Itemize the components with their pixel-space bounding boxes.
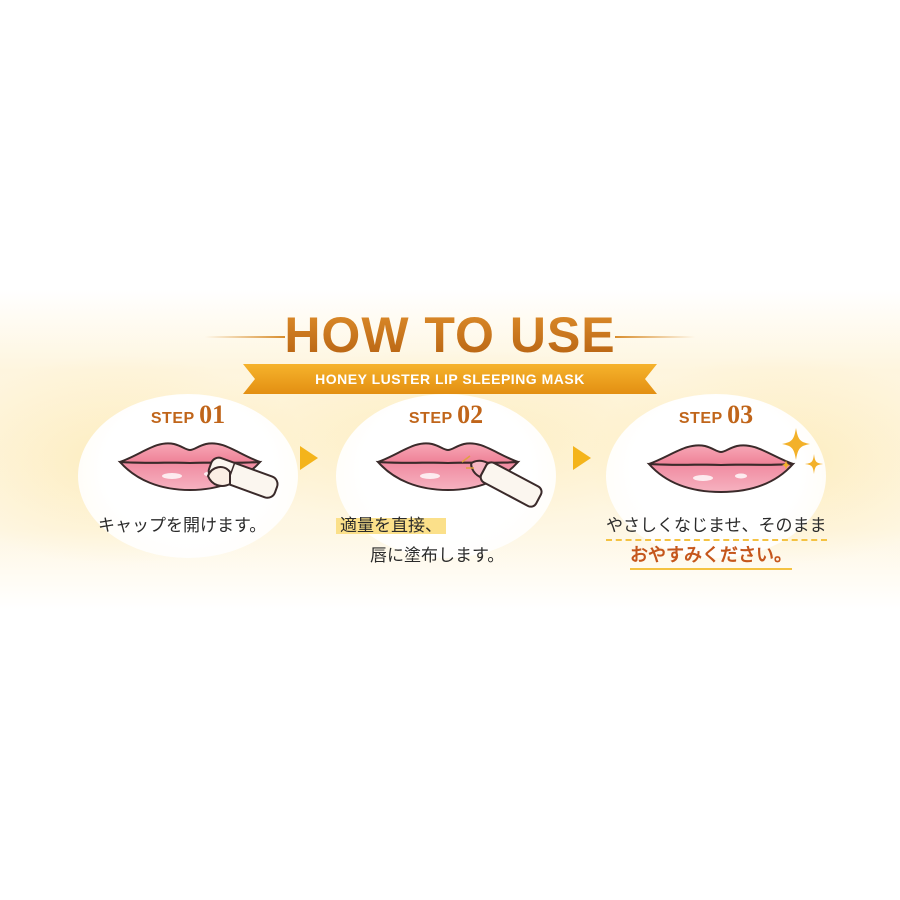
step-2-lips-illustration	[375, 442, 543, 508]
step-1-lips-illustration	[117, 442, 279, 499]
step-1-caption: キャップを開けます。	[98, 511, 266, 536]
page-title: HOW TO USE	[0, 306, 900, 364]
step-3-caption-line-1: やさしくなじませ、そのまま	[606, 516, 827, 541]
next-arrow-icon	[573, 446, 591, 470]
step-3-lips-illustration	[646, 444, 796, 494]
sparkle-icon	[782, 428, 823, 474]
ribbon-label: HONEY LUSTER LIP SLEEPING MASK	[315, 371, 585, 387]
step-2-caption-line-2: 唇に塗布します。	[370, 546, 505, 566]
step-2-caption: 適量を直接、	[336, 511, 446, 536]
step-3-caption-2: おやすみください。	[630, 541, 792, 570]
step-3-word: STEP	[678, 410, 723, 427]
step-1-label: STEP 01	[88, 400, 288, 430]
step-2-number: 02	[457, 400, 484, 429]
step-3-number: 03	[727, 400, 754, 429]
step-2-caption-line-1: 適量を直接、	[336, 516, 446, 536]
ribbon-banner	[243, 364, 657, 394]
next-arrow-icon	[300, 446, 318, 470]
step-3-caption: やさしくなじませ、そのまま	[606, 511, 827, 541]
title-divider-left	[205, 336, 285, 338]
step-1-word: STEP	[150, 410, 195, 427]
step-2-caption-2: 唇に塗布します。	[370, 541, 504, 566]
step-2-word: STEP	[408, 410, 453, 427]
title-divider-right	[615, 336, 695, 338]
step-3-caption-line-2: おやすみください。	[630, 545, 792, 570]
step-1-caption-line-1: キャップを開けます。	[98, 516, 267, 536]
step-1-number: 01	[199, 400, 226, 429]
step-3-label: STEP 03	[616, 400, 816, 430]
step-2-label: STEP 02	[346, 400, 546, 430]
